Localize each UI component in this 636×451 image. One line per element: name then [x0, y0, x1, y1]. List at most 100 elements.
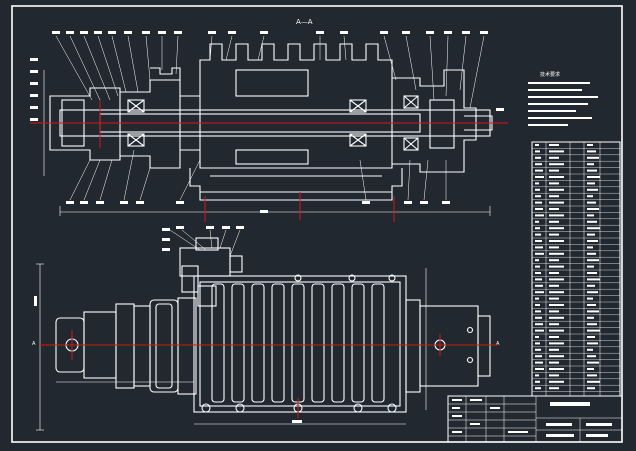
parts-row-ink [549, 316, 564, 319]
parts-row-ink [587, 233, 595, 236]
parts-row-ink [549, 144, 559, 146]
parts-row-ink [549, 310, 559, 313]
parts-row-ink [587, 214, 594, 217]
parts-row-ink [587, 227, 600, 230]
parts-row-ink [549, 220, 559, 223]
parts-row-ink [535, 368, 544, 370]
parts-row-ink [587, 355, 596, 358]
parts-row-ink [549, 342, 564, 345]
parts-row-ink [587, 291, 598, 294]
parts-row-ink [587, 336, 595, 338]
parts-row-ink [587, 348, 593, 351]
parts-row-ink [535, 208, 543, 210]
parts-row-ink [535, 323, 543, 326]
parts-row-ink [587, 304, 596, 306]
parts-row-ink [549, 355, 564, 358]
parts-row-ink [587, 329, 600, 332]
parts-row-ink [549, 169, 559, 172]
parts-row-ink [549, 387, 559, 390]
sheet-frame [11, 5, 623, 443]
parts-row-ink [587, 144, 593, 146]
parts-row-ink [549, 323, 559, 326]
parts-row-ink [535, 182, 539, 185]
parts-row-ink [549, 361, 559, 364]
parts-row-ink [535, 150, 540, 153]
parts-row-ink [535, 291, 544, 294]
parts-row-ink [535, 214, 544, 217]
parts-row-ink [587, 272, 597, 274]
section-mark-right: A [496, 341, 500, 347]
parts-row-ink [587, 150, 596, 153]
parts-row-ink [587, 259, 599, 262]
parts-row-ink [549, 348, 559, 351]
parts-row-ink [549, 156, 559, 159]
section-mark-left: A [32, 341, 36, 347]
parts-row-ink [587, 297, 593, 300]
parts-row-ink [549, 265, 564, 268]
parts-row-ink [549, 208, 559, 210]
parts-row-ink [535, 374, 539, 377]
title-block [448, 396, 622, 442]
notes-title: 技术要求 [540, 71, 560, 78]
parts-row-ink [535, 265, 540, 268]
parts-row-ink [535, 336, 539, 338]
parts-row-ink [535, 278, 542, 281]
parts-row-ink [549, 163, 564, 166]
parts-row-ink [587, 188, 598, 191]
parts-row-ink [587, 201, 596, 204]
parts-row-ink [587, 195, 593, 198]
parts-row-ink [549, 252, 564, 255]
parts-row-ink [535, 227, 540, 230]
parts-row-ink [549, 176, 564, 178]
parts-list-table [531, 141, 621, 397]
parts-row-ink [535, 316, 542, 319]
parts-row-ink [549, 329, 564, 332]
parts-row-ink [535, 380, 540, 383]
parts-row-ink [587, 387, 595, 390]
parts-row-ink [587, 182, 595, 185]
parts-row-ink [587, 380, 600, 383]
parts-row-ink [549, 291, 564, 294]
section-title: A—A [296, 18, 313, 26]
parts-row-ink [535, 252, 544, 255]
parts-row-ink [535, 361, 543, 364]
parts-row-ink [549, 195, 559, 198]
parts-row-ink [549, 227, 564, 230]
parts-row-ink [587, 316, 594, 319]
parts-row-ink [587, 265, 594, 268]
parts-row-ink [535, 310, 541, 313]
centerline-top [30, 100, 508, 222]
parts-row-ink [587, 361, 599, 364]
parts-row-ink [549, 240, 564, 242]
parts-row-ink [587, 240, 598, 242]
parts-row-ink [549, 380, 564, 383]
parts-row-ink [549, 182, 559, 185]
parts-row-ink [535, 188, 540, 191]
part-callouts-bottom [34, 226, 302, 423]
parts-row-ink [587, 220, 597, 223]
parts-row-ink [535, 169, 543, 172]
parts-row-ink [549, 272, 559, 274]
parts-row-ink [549, 336, 559, 338]
technical-notes: 技术要求 [528, 71, 598, 126]
parts-row-ink [587, 252, 596, 255]
parts-row-ink [549, 246, 559, 249]
parts-row-ink [549, 284, 559, 287]
leader-lines-top [55, 35, 485, 201]
parts-row-ink [587, 246, 593, 249]
parts-row-ink [535, 176, 544, 178]
parts-row-ink [587, 374, 597, 377]
parts-row-ink [549, 278, 564, 281]
part-callouts-top [30, 31, 504, 213]
parts-row-ink [535, 342, 540, 345]
centerline-bottom [40, 330, 498, 418]
parts-row-ink [535, 348, 541, 351]
parts-row-ink [535, 240, 542, 242]
parts-row-ink [535, 329, 544, 332]
parts-row-ink [535, 272, 541, 274]
parts-row-ink [535, 233, 541, 236]
parts-row-ink [535, 304, 540, 306]
parts-row-ink [535, 297, 539, 300]
